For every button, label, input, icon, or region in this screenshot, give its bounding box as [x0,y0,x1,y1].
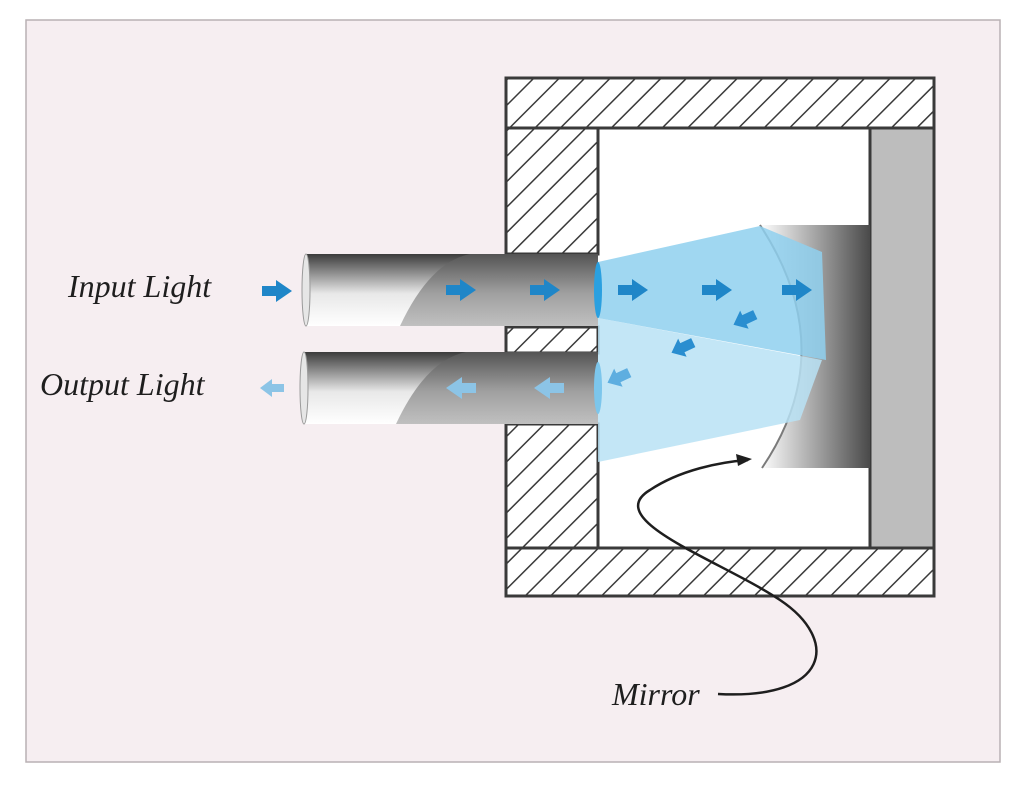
housing-bottom-wall [504,546,936,598]
left-arrow-icon [260,379,284,397]
left-arrow-icon [534,377,564,399]
housing-left-wall-lower [504,422,600,550]
right-arrow-icon [446,279,476,301]
output-arrows [260,377,564,399]
end-plate [868,126,936,550]
output-light-cone [598,318,822,462]
left-arrow-icon [671,338,696,357]
right-arrow-icon [262,280,292,302]
output-light-label: Output Light [40,366,205,402]
right-arrow-icon [782,279,812,301]
left-arrow-icon [733,310,758,329]
right-arrow-icon [530,279,560,301]
right-arrow-icon [618,279,648,301]
left-arrow-icon [607,368,632,387]
housing-top-wall [504,76,936,130]
mirror-pointer-icon [736,454,752,466]
housing-left-wall-middle [504,325,600,355]
right-arrow-icon [702,279,732,301]
input-light-label: Input Light [68,268,212,304]
input-arrows [262,279,812,302]
mirror-label: Mirror [612,676,700,712]
left-arrow-icon [446,377,476,399]
reflected-arrows [607,310,758,387]
mirror-leader-line [636,458,818,696]
housing-left-wall-upper [504,126,600,256]
